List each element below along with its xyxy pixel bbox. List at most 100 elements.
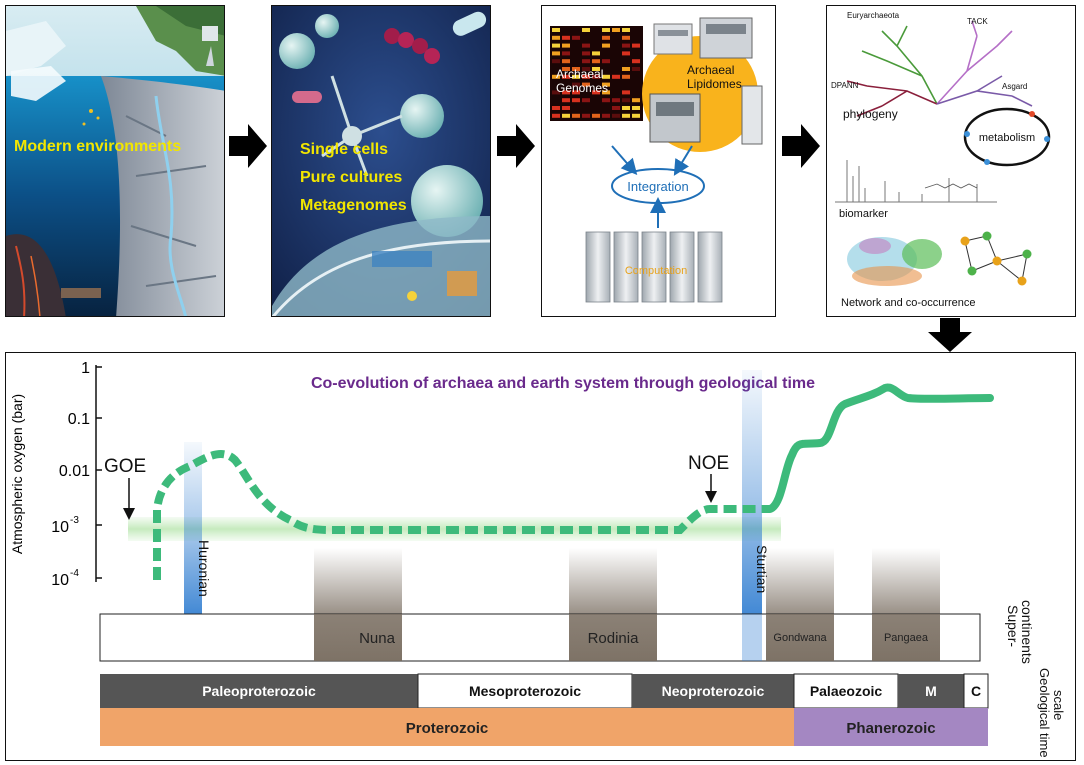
heatmap-cell [552, 106, 560, 110]
heatmap-cell [582, 113, 590, 118]
heatmap-cell [622, 43, 630, 48]
rodinia-label: Rodinia [588, 630, 640, 647]
geological-label-line-1: Geological time [1037, 668, 1052, 758]
cells-illustration: Single cells Pure cultures Metagenomes [272, 6, 490, 316]
heatmap-cell [582, 43, 590, 48]
pangaea-shadow [872, 548, 940, 614]
huronian-label: Huronian [196, 540, 212, 597]
heatmap-cell [632, 113, 640, 118]
supercontinents-label-line-1: Super- [1005, 605, 1021, 647]
heatmap-cell [622, 67, 630, 71]
heatmap-cell [582, 67, 590, 71]
metabolism-label: metabolism [979, 132, 1035, 144]
heatmap-cell [622, 106, 630, 110]
supercontinent-row [99, 613, 981, 662]
era-mesozoic [898, 674, 964, 708]
mesoproterozoic-label: Mesoproterozoic [469, 683, 581, 699]
heatmap-cell [612, 106, 620, 110]
heatmap-cell [552, 90, 560, 95]
palaeozoic-label: Palaeozoic [810, 683, 883, 699]
heatmap-cell [622, 35, 630, 40]
heatmap-cell [552, 35, 560, 40]
heatmap-cell [592, 113, 600, 118]
flow-arrow-down [928, 318, 972, 352]
era-paleoproterozoic [100, 674, 418, 708]
heatmap-cell [572, 113, 580, 118]
dpann-label: DPANN [831, 81, 859, 90]
biomarker-chromatogram [835, 160, 997, 203]
heatmap-cell [622, 113, 630, 118]
eon-phanerozoic [794, 708, 988, 746]
environment-illustration: Modern environments [6, 6, 224, 316]
nuna-shadow [314, 548, 402, 614]
heatmap-cell [582, 28, 590, 32]
heatmap-cell [612, 98, 620, 103]
era-neoproterozoic [632, 674, 794, 708]
heatmap-cell [632, 43, 640, 48]
environments-label: Modern environments [14, 138, 181, 155]
cultivation-line-2: Pure cultures [300, 169, 402, 186]
heatmap-cell [602, 59, 610, 64]
lipidomes-label-2: Lipidomes [687, 77, 742, 91]
rodinia-block [569, 614, 657, 661]
heatmap-cell [562, 35, 570, 40]
heatmap-cell [552, 43, 560, 48]
cultivation-line-3: Metagenomes [300, 197, 407, 214]
heatmap-cell [602, 74, 610, 79]
y-tick-0.01: 0.01 [59, 463, 90, 480]
heatmap-cell [622, 28, 630, 32]
heatmap-cell [622, 98, 630, 103]
y-axis-ticks [96, 366, 102, 579]
nuna-block [314, 614, 402, 661]
rodinia-shadow [569, 548, 657, 614]
mesozoic-label: M [925, 683, 937, 699]
heatmap-cell [582, 59, 590, 64]
heatmap-cell [632, 106, 640, 110]
phylogenetic-tree [846, 20, 1033, 117]
genomes-label-1: Archaeal [556, 67, 603, 81]
heatmap-cell [602, 90, 610, 95]
y-tick-1e-4-base: 10 [51, 572, 69, 589]
heatmap-cell [632, 67, 640, 71]
phylogeny-label: phylogeny [843, 107, 898, 121]
y-tick-0.1: 0.1 [68, 411, 90, 428]
panel-modern-environments: Modern environments [5, 5, 225, 317]
heatmap-cell [562, 98, 570, 103]
huronian-glaciation-bar [184, 442, 202, 614]
analysis-illustration: Euryarchaeota TACK DPANN Asgard phylogen… [831, 11, 1051, 309]
y-tick-1e-4-exponent: -4 [70, 568, 79, 579]
goe-label: GOE [104, 456, 146, 477]
y-tick-1: 1 [81, 360, 90, 377]
heatmap-cell [562, 59, 570, 64]
sturtian-glaciation-bar [742, 370, 762, 614]
heatmap-cell [582, 82, 590, 87]
omics-illustration: Archaeal Genomes Archaeal Lipidomes Inte… [550, 17, 763, 303]
pangaea-label: Pangaea [884, 632, 929, 644]
asgard-label: Asgard [1002, 82, 1027, 91]
pangaea-block [872, 614, 940, 661]
euryarchaeota-label: Euryarchaeota [847, 11, 900, 20]
heatmap-cell [622, 51, 630, 56]
biomarker-label: biomarker [839, 208, 888, 220]
computation-label: Computation [625, 265, 687, 277]
heatmap-cell [612, 28, 620, 32]
flow-arrow-1 [229, 124, 267, 168]
heatmap-cell [562, 51, 570, 56]
heatmap-cell [552, 59, 560, 64]
neoproterozoic-label: Neoproterozoic [662, 683, 765, 699]
oxygen-curve-solid [766, 383, 994, 513]
heatmap-cell [552, 51, 560, 56]
heatmap-cell [632, 59, 640, 64]
gondwana-shadow [766, 548, 834, 614]
lipidomes-label-1: Archaeal [687, 63, 734, 77]
sturtian-label: Sturtian [754, 545, 770, 593]
heatmap-cell [562, 106, 570, 110]
heatmap-cell [602, 43, 610, 48]
heatmap-cell [582, 98, 590, 103]
heatmap-cell [602, 113, 610, 118]
heatmap-cell [632, 98, 640, 103]
flow-arrow-3 [782, 124, 820, 168]
heatmap-cell [622, 74, 630, 79]
heatmap-cell [602, 82, 610, 87]
